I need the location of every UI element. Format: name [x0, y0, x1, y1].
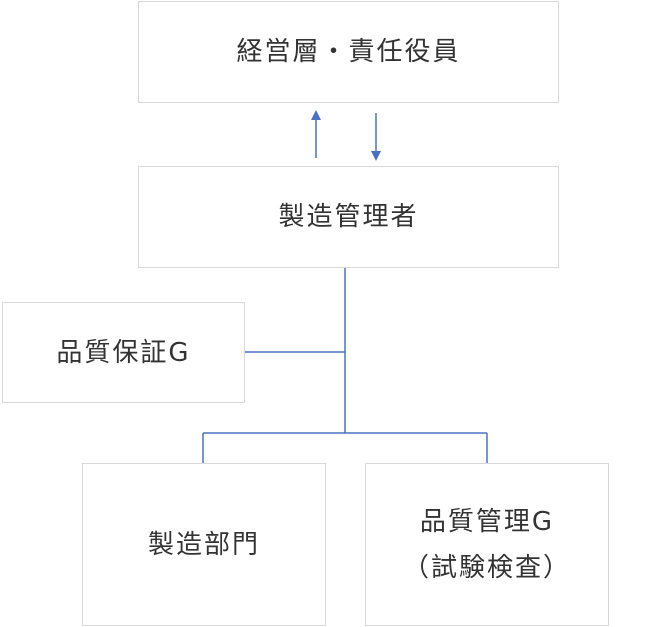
manufacturing-label: 製造部門 [147, 529, 260, 560]
quality-control-label: 品質管理G [419, 506, 555, 537]
quality-assurance-box: 品質保証G [2, 302, 245, 403]
manufacturing-box: 製造部門 [82, 463, 326, 626]
quality-control-sublabel: （試験検査） [402, 552, 571, 583]
manager-label: 製造管理者 [278, 202, 419, 232]
manager-box: 製造管理者 [138, 166, 559, 268]
quality-control-box: 品質管理G （試験検査） [365, 463, 609, 626]
executive-label: 経営層・責任役員 [236, 37, 461, 67]
executive-box: 経営層・責任役員 [138, 1, 559, 103]
quality-assurance-label: 品質保証G [56, 337, 191, 368]
